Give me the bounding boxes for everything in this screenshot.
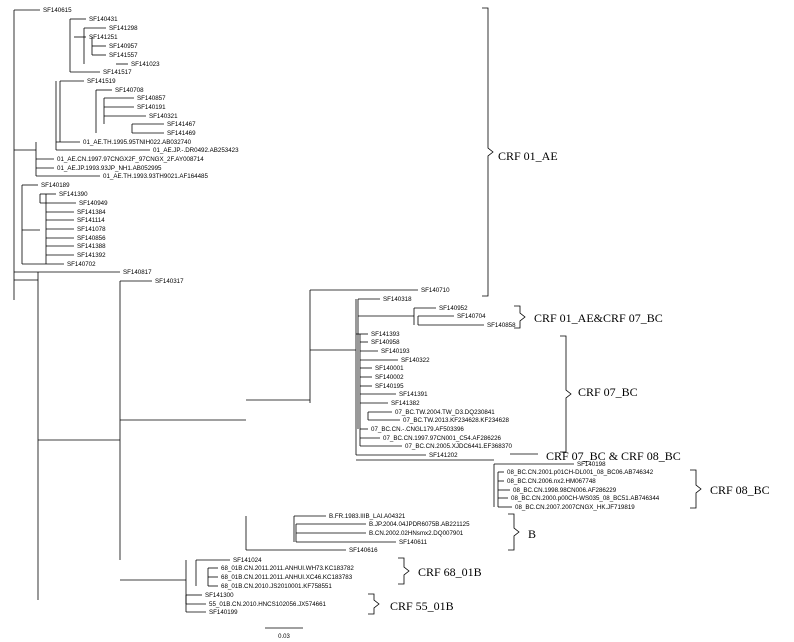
clade-label: CRF 07_BC & CRF 08_BC [546,449,681,463]
taxon-label: SF141390 [59,191,88,198]
clade-bracket [508,513,520,551]
taxon-label: SF141469 [167,130,196,137]
tree-branches [13,9,574,613]
taxon-label: SF141251 [89,34,118,41]
taxon-label: SF140957 [109,43,138,50]
taxon-label: SF140191 [137,104,166,111]
taxon-label: 55_01B.CN.2010.HNCS102056.JX574661 [209,601,327,608]
taxon-label: 01_AE.CN.1997.97CNGX2F_97CNGX_2F.AY00871… [57,156,204,163]
taxon-label: SF140710 [421,287,450,294]
taxon-label: 07_BC.CN.1997.97CN001_C54.AF286226 [383,435,502,442]
taxon-label: SF141517 [103,69,132,76]
scale-bar: 0.03 [265,627,303,640]
clade-label: B [528,527,536,541]
taxon-label: SF140193 [381,348,410,355]
taxon-label: SF141024 [233,557,262,564]
taxon-label: SF140949 [79,200,108,207]
taxon-label: SF141557 [109,52,138,59]
taxon-label: SF141467 [167,121,196,128]
taxon-label: 08_BC.CN.2000.p00CH-WS035_08_BC51.AB7463… [511,495,660,502]
taxon-label: SF141384 [77,209,106,216]
taxon-label: 07_BC.TW.2013.KF234628.KF234628 [403,417,510,424]
clade-label: CRF 68_01B [418,565,482,579]
taxon-label: 08_BC.CN.1998.98CN006.AF286229 [513,487,617,494]
taxon-label: 01_AE.TH.1995.95TNIH022.AB032740 [83,139,192,146]
taxon-label: SF140189 [41,182,70,189]
taxon-label: SF141023 [131,61,160,68]
taxon-label: SF140952 [439,305,468,312]
taxon-label: SF140321 [149,113,178,120]
taxon-label: SF140616 [349,547,378,554]
taxon-label: 07_BC.CN.-.CNGL179.AF503396 [371,426,464,433]
taxon-label: 07_BC.CN.2005.XJDC6441.EF368370 [405,443,513,450]
taxon-label: 07_BC.TW.2004.TW_D3.DQ230841 [395,409,495,416]
clade-label: CRF 08_BC [710,483,770,497]
taxon-label: SF140611 [399,539,428,546]
taxon-label: 68_01B.CN.2010.JS2010001.KF758551 [221,583,332,590]
taxon-label: SF141392 [77,252,106,259]
scale-label: 0.03 [278,634,290,640]
taxon-label: SF141298 [109,25,138,32]
taxon-label: SF140817 [123,269,152,276]
taxon-label: SF141382 [391,400,420,407]
clade-label: CRF 55_01B [390,599,454,613]
taxon-label: SF140857 [137,95,166,102]
clade-bracket [368,593,380,615]
taxon-label: SF140704 [457,313,486,320]
taxon-label: SF140001 [375,365,404,372]
taxon-label: SF141388 [77,243,106,250]
taxon-label: 68_01B.CN.2011.2011.ANHUI.XC46.KC183783 [221,574,353,581]
clade-bracket [398,557,410,585]
taxon-label: B.JP.2004.04JPDR6075B.AB221125 [369,521,470,528]
taxon-label: SF141391 [399,391,428,398]
taxon-label: SF141393 [371,331,400,338]
taxon-label: 08_BC.CN.2007.2007CNGX_HK.JF719819 [515,504,635,511]
clade-bracket [482,7,494,297]
taxon-label: 08_BC.CN.2006.nx2.HM067748 [507,478,596,485]
taxon-label: B.CN.2002.02HNsmx2.DQ007901 [369,530,464,537]
clade-bracket [560,335,572,453]
taxon-label: SF140318 [383,296,412,303]
taxon-label: SF140856 [77,235,106,242]
taxon-label: SF141078 [77,226,106,233]
taxon-label: SF140858 [487,322,516,329]
taxon-label: SF141202 [429,452,458,459]
taxon-label: SF140708 [115,87,144,94]
clade-label: CRF 07_BC [578,385,638,399]
taxon-label: SF140958 [371,339,400,346]
taxon-label: SF140002 [375,374,404,381]
clade-label: CRF 01_AE&CRF 07_BC [534,311,663,325]
taxon-label: B.FR.1983.IIIB_LAI.A04321 [329,513,406,520]
taxon-label: 01_AE.JP.1993.93JP_NH1.AB052995 [57,165,162,172]
clade-bracket [690,469,702,509]
taxon-label: SF141519 [87,78,116,85]
taxon-labels: SF140615SF140431SF141298SF141251SF140957… [41,7,660,616]
taxon-label: 01_AE.TH.1993.93TH9021.AF164485 [103,173,208,180]
taxon-label: SF140199 [209,609,238,616]
clade-bracket [514,305,526,329]
taxon-label: SF141300 [205,592,234,599]
taxon-label: SF140702 [67,261,96,268]
taxon-label: 68_01B.CN.2011.2011.ANHUI.WH73.KC183782 [221,565,354,572]
taxon-label: 01_AE.JP.-.DR0492.AB253423 [153,147,239,154]
taxon-label: SF140615 [43,7,72,14]
taxon-label: SF140198 [577,461,606,468]
clade-label: CRF 01_AE [498,149,558,163]
taxon-label: SF140195 [375,383,404,390]
taxon-label: SF140431 [89,16,118,23]
taxon-label: SF140317 [155,278,184,285]
clade-brackets: CRF 01_AE CRF 01_AE&CRF 07_BC CRF 07_BC CRF… [368,7,770,615]
taxon-label: SF140322 [401,357,430,364]
taxon-label: 08_BC.CN.2001.p01CH-DL001_08_BC06.AB7463… [507,469,654,476]
taxon-label: SF141114 [77,217,105,224]
